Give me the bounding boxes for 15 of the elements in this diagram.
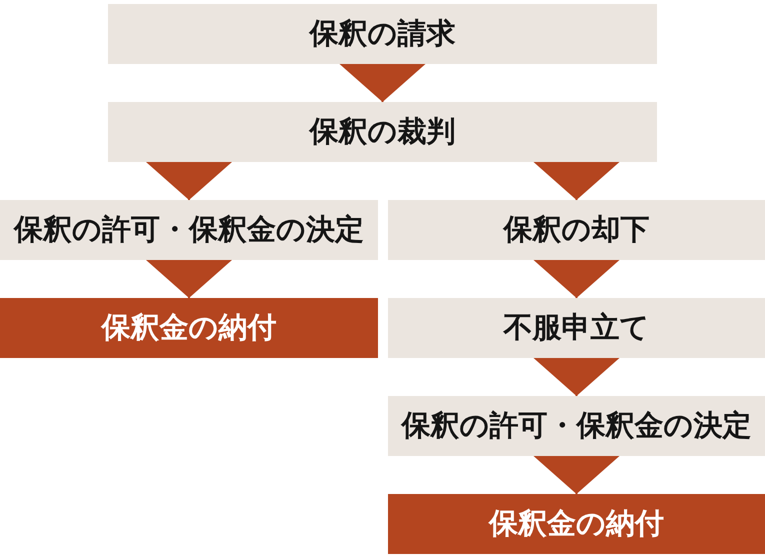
step-box: 不服申立て bbox=[388, 298, 765, 358]
step-box: 保釈の請求 bbox=[108, 4, 657, 64]
step-box: 保釈の裁判 bbox=[108, 102, 657, 162]
step-box: 保釈の却下 bbox=[388, 200, 765, 260]
arrow bbox=[534, 162, 620, 200]
final-step-box: 保釈金の納付 bbox=[388, 494, 765, 554]
arrow bbox=[534, 358, 620, 396]
arrow bbox=[340, 64, 426, 102]
arrow bbox=[534, 456, 620, 494]
arrow bbox=[146, 162, 232, 200]
step-box: 保釈の許可・保釈金の決定 bbox=[388, 396, 765, 456]
final-step-box: 保釈金の納付 bbox=[0, 298, 378, 358]
arrow bbox=[146, 260, 232, 298]
step-box: 保釈の許可・保釈金の決定 bbox=[0, 200, 378, 260]
arrow bbox=[534, 260, 620, 298]
